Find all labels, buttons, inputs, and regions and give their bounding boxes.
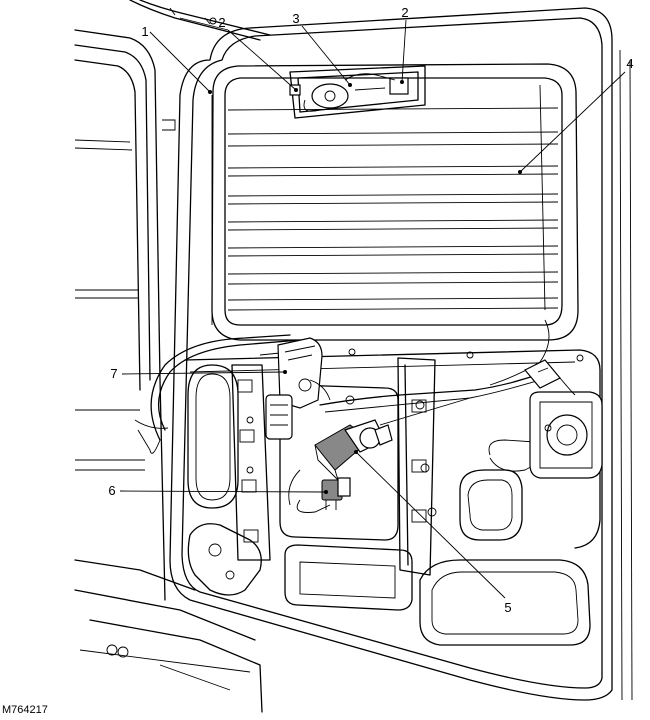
door-shell <box>169 7 633 701</box>
callout-label-5: 5 <box>504 600 511 615</box>
callout-label-3: 3 <box>292 11 299 26</box>
callout-label-7: 7 <box>110 366 117 381</box>
window-glass <box>211 63 579 341</box>
door-lock-module <box>524 359 603 479</box>
figure-reference: M764217 <box>2 704 48 716</box>
callout-label-4: 4 <box>626 56 633 71</box>
callout-leaders <box>119 17 626 599</box>
callout-label-2: 2 <box>401 5 408 20</box>
window-motor <box>265 337 331 440</box>
callout-label-2: 2 <box>218 15 225 30</box>
lock-actuator <box>314 419 393 481</box>
callout-label-6: 6 <box>108 483 115 498</box>
vehicle-body-frame <box>74 0 271 713</box>
callout-labels: 1 2 3 2 4 7 6 5 <box>108 5 633 615</box>
stop-lamp-assembly <box>289 65 426 119</box>
callout-label-1: 1 <box>141 24 148 39</box>
door-switch-connector <box>321 477 351 510</box>
